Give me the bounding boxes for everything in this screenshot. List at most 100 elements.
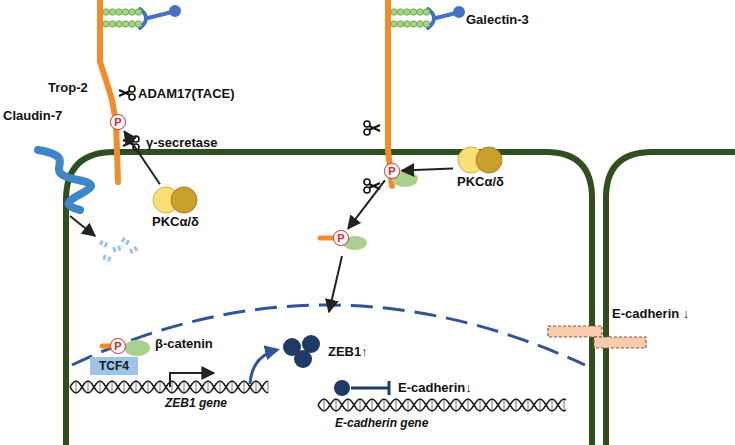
cell-membrane <box>66 152 592 445</box>
dna-helix <box>318 399 566 411</box>
illustration-part <box>324 399 325 411</box>
node-text: PKCα/δ <box>152 214 199 229</box>
illustration-part <box>492 399 493 411</box>
transcription-arrow <box>170 373 214 387</box>
illustration-part <box>232 381 233 393</box>
illustration-part <box>136 381 137 393</box>
illustration-part <box>88 381 89 393</box>
illustration-part <box>480 399 481 411</box>
arrow-connector <box>348 180 385 228</box>
e-cadherin-shape <box>548 326 602 337</box>
illustration-part <box>208 381 209 393</box>
node-text: P <box>114 341 121 352</box>
node-text: P <box>114 117 121 128</box>
illustration-part <box>384 399 385 411</box>
illustration-part <box>504 399 505 411</box>
illustration-part <box>369 126 380 131</box>
glycan-bead <box>391 21 397 27</box>
part-label: Galectin-3 <box>466 12 529 27</box>
protease-scissors <box>119 86 380 193</box>
illustration-part <box>540 399 541 411</box>
illustration-part <box>160 381 161 393</box>
factor-box: TCF4 <box>90 357 138 375</box>
illustration-part <box>432 399 433 411</box>
illustration-part <box>564 399 565 411</box>
illustration-part <box>396 399 397 411</box>
glycan-bead <box>135 21 141 27</box>
part-label: ADAM17(TACE) <box>138 86 235 101</box>
glycan-bead <box>135 9 141 15</box>
nuclear-envelope <box>72 305 585 365</box>
node-text: P <box>388 166 395 177</box>
illustration-part <box>455 8 463 16</box>
illustration-part <box>124 381 125 393</box>
scissors-icon <box>119 86 135 100</box>
illustration-part <box>372 399 373 411</box>
arrow-connector <box>402 169 453 171</box>
illustration-part <box>318 399 566 411</box>
illustration-part <box>172 381 173 393</box>
glycan-bead <box>122 9 128 15</box>
illustration-part <box>256 381 257 393</box>
illustration-part <box>360 399 361 411</box>
nuclear-fragment-stalk <box>102 344 110 349</box>
nuclear-import-arrow <box>329 256 342 312</box>
illustration-part <box>408 399 409 411</box>
illustration-part <box>436 13 456 18</box>
illustration-part <box>516 399 517 411</box>
illustration-part <box>369 125 380 130</box>
glycan-bead <box>103 9 109 15</box>
part-label: ZEB1 gene <box>165 396 227 411</box>
phospho-circle: P <box>333 230 348 245</box>
illustration-part <box>420 399 421 411</box>
illustration-part <box>348 399 349 411</box>
glycan-bead <box>417 21 423 27</box>
illustration-part <box>171 7 179 15</box>
kinase-icon <box>152 186 198 214</box>
glycan-bead <box>122 21 128 27</box>
zeb1-icon <box>282 334 324 368</box>
glycan-bead <box>397 9 403 15</box>
trop2-right <box>388 0 392 186</box>
glycan-bead <box>109 9 115 15</box>
inhibition-line <box>351 387 388 390</box>
glycan-bead <box>129 21 135 27</box>
node-text: P <box>337 233 344 244</box>
scissors-icon <box>364 121 380 135</box>
illustration-part <box>76 381 77 393</box>
part-label: E-cadherin↓ <box>398 380 472 395</box>
part-label: Claudin-7 <box>3 108 62 123</box>
glycan-bead <box>417 9 423 15</box>
degradation-arrow <box>70 216 95 236</box>
illustration-part <box>528 399 529 411</box>
illustration-part <box>369 183 380 188</box>
part-label: E-cadherin ↓ <box>612 306 689 321</box>
part-label: β-catenin <box>155 336 213 351</box>
part-label: E-cadherin gene <box>335 416 428 431</box>
fragment-stalk <box>320 236 333 241</box>
glycan-bead <box>103 21 109 27</box>
illustration-part <box>244 381 245 393</box>
node-text: ZEB1↑ <box>328 344 368 359</box>
dna <box>70 381 566 411</box>
glycan-beads <box>103 9 430 27</box>
illustration-part <box>552 399 553 411</box>
glycan-bead <box>116 21 122 27</box>
node-text: TCF4 <box>99 359 129 373</box>
part-label: Trop-2 <box>48 80 88 95</box>
galectin-3-left <box>140 7 179 28</box>
illustration-part <box>119 90 130 95</box>
illustration-part <box>220 381 221 393</box>
glycan-bead <box>410 21 416 27</box>
phospho-circle: P <box>384 163 399 178</box>
expression-arrow <box>250 350 277 384</box>
trop2-left <box>100 0 118 182</box>
illustration-part <box>148 12 172 18</box>
claudin-7-shape <box>38 150 91 210</box>
kinase-node: PKCα/δ <box>150 186 201 229</box>
galectin-3-right <box>428 8 463 28</box>
kinase-icon <box>457 146 503 174</box>
